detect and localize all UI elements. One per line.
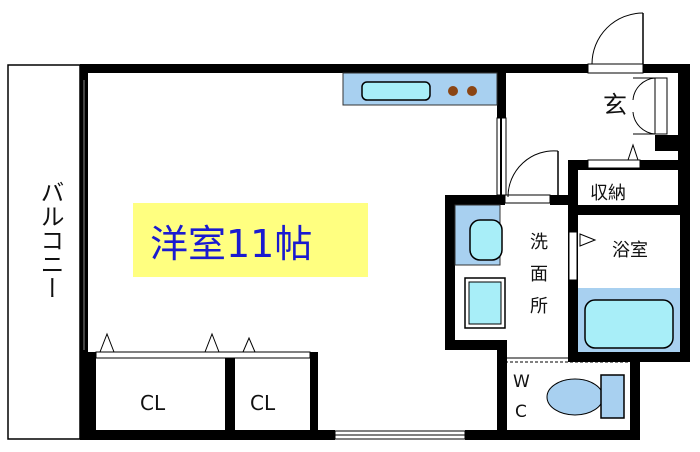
- closet-2-label: CL: [250, 391, 276, 415]
- washing-machine: [464, 277, 506, 329]
- bathtub: [578, 288, 680, 352]
- wc-label-c: C: [515, 402, 527, 422]
- balcony: [7, 64, 81, 440]
- sink: [361, 81, 431, 101]
- kitchen-counter: [342, 72, 498, 106]
- closet-top-rail: [95, 351, 311, 359]
- wc-label-w: W: [513, 372, 530, 392]
- toilet: [546, 374, 625, 419]
- bathroom-label: 浴室: [612, 240, 648, 261]
- shoe-cabinet[interactable]: [632, 77, 668, 135]
- storage-label: 収納: [590, 183, 626, 204]
- closet-1-label: CL: [140, 391, 166, 415]
- washroom-label-1: 洗: [530, 232, 548, 253]
- vanity: [454, 204, 503, 266]
- western-room-label: 洋室11帖: [150, 222, 312, 266]
- entrance-label: 玄: [603, 91, 627, 119]
- closet-doors[interactable]: [99, 332, 256, 353]
- balcony-label: バルコニー: [36, 180, 64, 300]
- washroom-label-2: 面: [530, 264, 548, 285]
- burner-icon: [467, 86, 477, 96]
- front-door[interactable]: [587, 12, 644, 74]
- room-label-bg: [133, 203, 368, 277]
- washroom-label-3: 所: [530, 296, 548, 317]
- burner-icon: [448, 86, 458, 96]
- washroom-door[interactable]: [504, 150, 559, 204]
